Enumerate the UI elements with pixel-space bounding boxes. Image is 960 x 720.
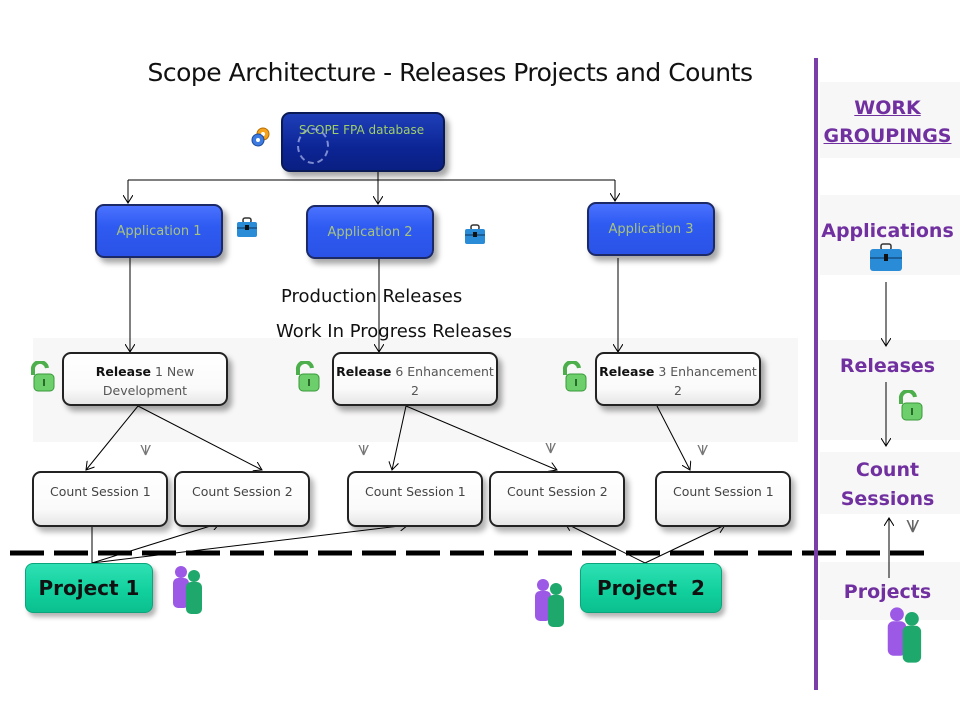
gears-icon <box>250 126 272 152</box>
connector-p1-cs2 <box>91 523 220 564</box>
database-swirl-icon <box>297 128 329 164</box>
compass-icon: ⩛ <box>545 434 557 458</box>
release-bold-label: Release <box>599 364 655 379</box>
open-lock-icon <box>560 359 590 397</box>
grouping-band-projects <box>820 562 960 620</box>
count-session-label: Count Session 2 <box>507 484 608 499</box>
people-icon <box>530 577 570 633</box>
count-session-label: Count Session 1 <box>365 484 466 499</box>
application-label: Application 3 <box>608 221 694 237</box>
groupings-divider <box>814 58 818 690</box>
release-node-1[interactable]: Release 1 New Development <box>62 352 228 406</box>
production-releases-label: Production Releases <box>281 286 463 307</box>
count-session-label: Count Session 1 <box>673 484 774 499</box>
work-groupings-heading: WORK GROUPINGS <box>820 94 955 150</box>
connector-r1-cs1 <box>86 405 139 470</box>
release-detail: 6 Enhancement 2 <box>391 364 494 398</box>
connector-r6-cs2 <box>405 405 557 470</box>
grouping-band-releases <box>820 340 960 440</box>
release-node-6[interactable]: Release 6 Enhancement 2 <box>332 352 498 406</box>
application-node-3[interactable]: Application 3 <box>587 202 715 256</box>
open-lock-icon <box>293 359 323 397</box>
work-groupings-heading-line1: WORK <box>854 97 921 119</box>
application-node-1[interactable]: Application 1 <box>95 204 223 258</box>
grouping-count-line2: Sessions <box>840 488 935 510</box>
count-session-node[interactable]: Count Session 1 <box>32 471 168 527</box>
connector-p2-r3cs1 <box>644 525 725 564</box>
grouping-projects: Projects <box>843 581 932 603</box>
project-label: Project 2 <box>597 576 705 600</box>
wip-releases-label: Work In Progress Releases <box>276 321 512 342</box>
briefcase-icon <box>236 216 258 242</box>
grouping-band-header <box>820 82 960 158</box>
release-bold-label: Release <box>336 364 392 379</box>
count-session-label: Count Session 1 <box>50 484 151 499</box>
grouping-applications: Applications <box>821 220 954 242</box>
project-node-1[interactable]: Project 1 <box>25 563 153 613</box>
release-detail: 3 Enhancement 2 <box>654 364 757 398</box>
open-lock-icon <box>28 359 58 397</box>
people-icon <box>168 564 208 620</box>
count-session-label: Count Session 2 <box>192 484 293 499</box>
count-session-node[interactable]: Count Session 1 <box>655 471 791 527</box>
count-session-node[interactable]: Count Session 2 <box>489 471 625 527</box>
work-groupings-heading-line2: GROUPINGS <box>823 125 952 147</box>
compass-icon: ⩛ <box>906 510 920 538</box>
count-session-node[interactable]: Count Session 2 <box>174 471 310 527</box>
grouping-count-sessions: Count Sessions <box>820 456 955 514</box>
briefcase-icon <box>869 243 903 277</box>
people-icon <box>882 604 928 670</box>
compass-icon: ⩛ <box>140 436 152 460</box>
diagram-title: Scope Architecture - Releases Projects a… <box>147 58 753 87</box>
count-session-node[interactable]: Count Session 1 <box>347 471 483 527</box>
scope-fpa-database-node[interactable]: SCOPE FPA database <box>281 112 445 172</box>
project-node-2[interactable]: Project 2 <box>580 563 722 613</box>
briefcase-icon <box>464 223 486 249</box>
grouping-count-line1: Count <box>855 459 920 481</box>
connector-r3-cs1 <box>656 405 690 470</box>
database-label: SCOPE FPA database <box>299 123 425 137</box>
project-label: Project 1 <box>38 576 140 600</box>
grouping-band-count <box>820 452 960 514</box>
application-label: Application 1 <box>116 223 202 239</box>
grouping-releases: Releases <box>839 355 936 377</box>
application-label: Application 2 <box>327 224 413 240</box>
connector-p1-r6cs1 <box>91 525 408 564</box>
release-bold-label: Release <box>95 364 152 379</box>
release-node-3[interactable]: Release 3 Enhancement 2 <box>595 352 761 406</box>
compass-icon: ⩛ <box>358 436 370 460</box>
connector-r1-cs2 <box>137 405 262 470</box>
application-node-2[interactable]: Application 2 <box>306 205 434 259</box>
open-lock-icon <box>896 388 926 426</box>
compass-icon: ⩛ <box>697 436 709 460</box>
connector-p2-r6cs2 <box>565 523 646 564</box>
connector-r6-cs1 <box>392 405 407 470</box>
release-detail: 1 New Development <box>102 364 195 398</box>
